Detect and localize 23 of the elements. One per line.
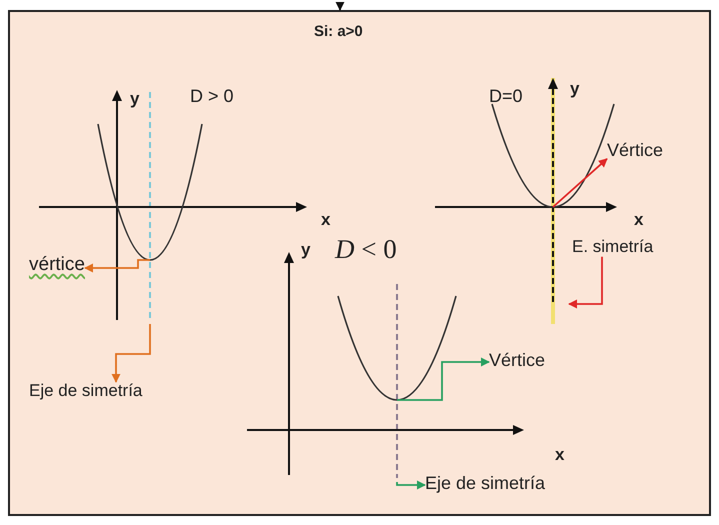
axis-label: y	[130, 90, 140, 109]
title: Si: a>0	[314, 24, 363, 40]
callout-text: E. simetría	[572, 238, 654, 257]
leader-arrow	[84, 259, 150, 272]
leader-arrow	[112, 324, 151, 383]
leader-arrow	[397, 358, 490, 401]
condition-label: D > 0	[190, 87, 234, 107]
axis-label: x	[321, 211, 330, 230]
condition-label: D=0	[489, 87, 523, 107]
leader-arrow	[568, 256, 603, 308]
leader-arrow	[396, 480, 426, 490]
callout-text: Vértice	[489, 351, 546, 371]
callout-text: Eje de simetría	[29, 382, 142, 401]
callout-text: Eje de simetría	[425, 474, 546, 494]
axis-label: x	[555, 446, 564, 465]
leader-arrow	[552, 158, 608, 208]
callout-text: Vértice	[607, 141, 664, 161]
axis-label: x	[634, 211, 644, 230]
axis-label: y	[301, 241, 310, 260]
condition-label: D < 0	[335, 235, 397, 265]
axis-label: y	[570, 80, 580, 99]
arrow	[336, 2, 344, 11]
callout-text: vértice	[29, 255, 85, 276]
